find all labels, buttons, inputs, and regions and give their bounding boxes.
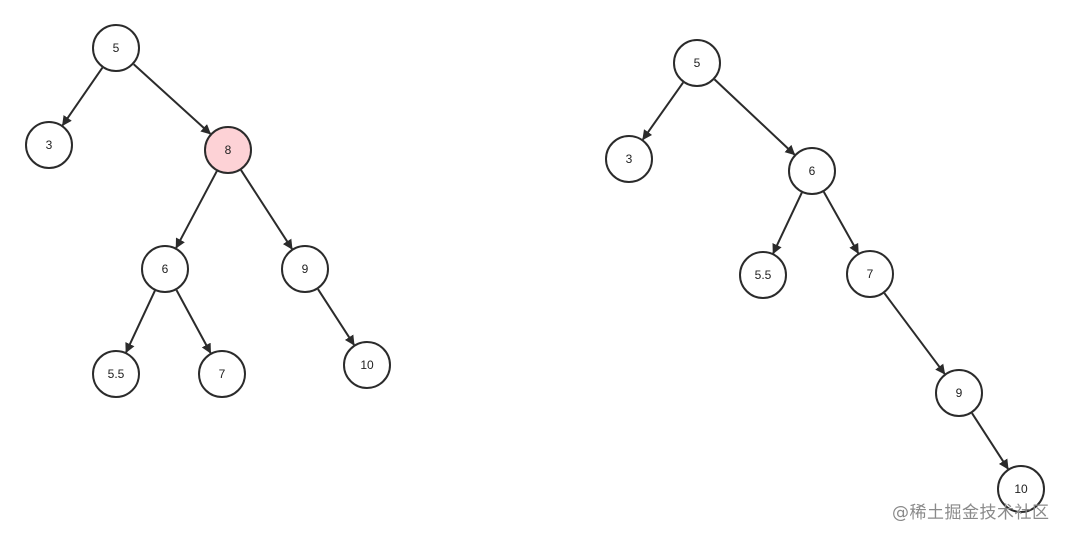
node-circle — [92, 350, 140, 398]
edge-b6-b55 — [772, 192, 803, 255]
node-circle — [788, 147, 836, 195]
node-circle — [204, 126, 252, 174]
tree-node-a8: 8 — [204, 126, 252, 174]
edge-a6-a7 — [175, 289, 212, 354]
node-circle — [198, 350, 246, 398]
edge-b5-b3 — [642, 82, 684, 141]
node-circle — [281, 245, 329, 293]
edge-a5-a8 — [133, 63, 212, 135]
edge-b6-b7 — [822, 191, 860, 254]
tree-node-a10: 10 — [343, 341, 391, 389]
tree-node-b7: 7 — [846, 250, 894, 298]
tree-node-b6: 6 — [788, 147, 836, 195]
node-label: 5 — [694, 56, 701, 70]
node-circle — [25, 121, 73, 169]
edge-a5-a3 — [61, 67, 104, 127]
node-circle — [141, 245, 189, 293]
node-label: 10 — [360, 358, 374, 372]
watermark-text: @稀土掘金技术社区 — [892, 503, 1050, 523]
edge-b9-b10 — [971, 412, 1009, 470]
edges-layer — [61, 63, 1009, 470]
tree-node-a9: 9 — [281, 245, 329, 293]
node-circle — [92, 24, 140, 72]
node-label: 8 — [225, 143, 232, 157]
tree-node-b3: 3 — [605, 135, 653, 183]
node-label: 5 — [113, 41, 120, 55]
edge-a8-a9 — [240, 169, 293, 250]
edge-a8-a6 — [175, 170, 218, 249]
node-circle — [846, 250, 894, 298]
tree-node-b55: 5.5 — [739, 251, 787, 299]
node-circle — [935, 369, 983, 417]
node-label: 6 — [162, 262, 169, 276]
tree-node-a3: 3 — [25, 121, 73, 169]
edge-a6-a55 — [125, 290, 156, 354]
node-label: 10 — [1014, 482, 1028, 496]
tree-node-b9: 9 — [935, 369, 983, 417]
tree-node-a7: 7 — [198, 350, 246, 398]
tree-node-b10: 10 — [997, 465, 1045, 513]
node-label: 7 — [219, 367, 226, 381]
node-label: 3 — [46, 138, 53, 152]
tree-node-a55: 5.5 — [92, 350, 140, 398]
node-circle — [739, 251, 787, 299]
edge-a9-a10 — [317, 288, 355, 346]
tree-node-a5: 5 — [92, 24, 140, 72]
node-circle — [343, 341, 391, 389]
node-label: 7 — [867, 267, 874, 281]
node-label: 5.5 — [755, 268, 772, 282]
tree-node-a6: 6 — [141, 245, 189, 293]
nodes-layer: 5 3 8 6 9 5.5 7 10 5 3 6 5.5 7 9 10 — [25, 24, 1045, 513]
node-circle — [673, 39, 721, 87]
node-label: 6 — [809, 164, 816, 178]
node-circle — [997, 465, 1045, 513]
edge-b5-b6 — [713, 78, 796, 156]
node-label: 9 — [956, 386, 963, 400]
edge-b7-b9 — [883, 292, 946, 375]
node-label: 9 — [302, 262, 309, 276]
node-circle — [605, 135, 653, 183]
node-label: 5.5 — [108, 367, 125, 381]
node-label: 3 — [626, 152, 633, 166]
tree-node-b5: 5 — [673, 39, 721, 87]
